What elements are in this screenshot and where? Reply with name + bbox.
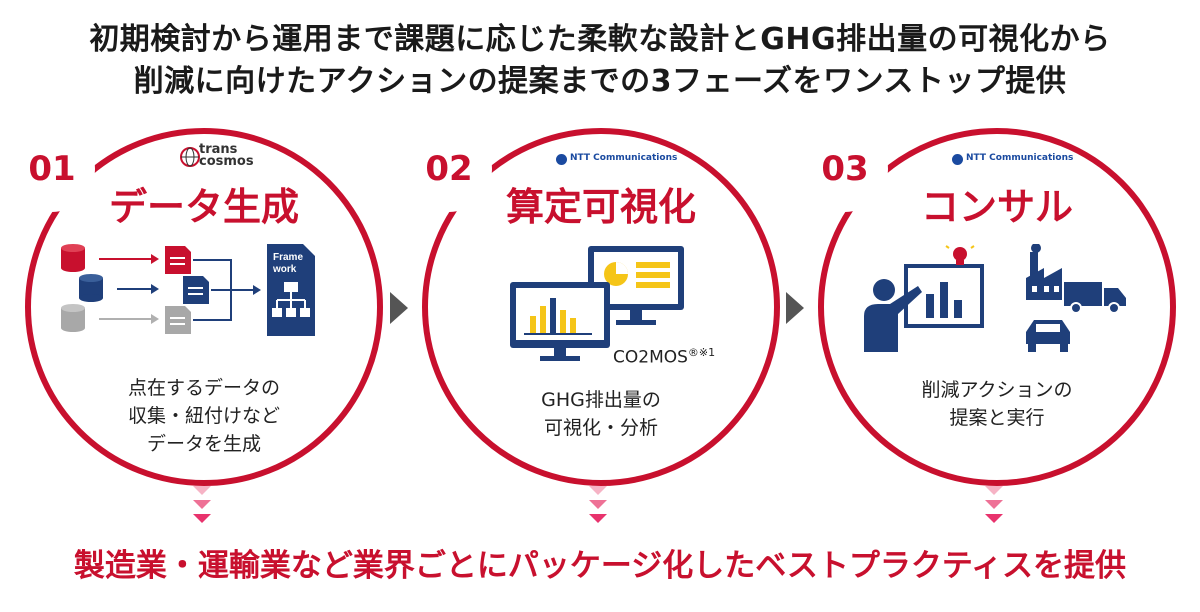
phase-01-circle: 01 trans cosmos データ生成 bbox=[9, 126, 383, 486]
phase-description: 削減アクションの 提案と実行 bbox=[921, 379, 1073, 429]
next-arrow-icon bbox=[786, 292, 804, 324]
data-generation-illustration: Frame work bbox=[61, 244, 315, 336]
lightbulb-icon bbox=[945, 245, 975, 265]
database-icon bbox=[79, 274, 103, 302]
car-icon bbox=[1026, 320, 1070, 352]
phase-02-circle: 02 NTT Communications 算定可視化 bbox=[406, 126, 780, 486]
database-icon bbox=[61, 244, 85, 272]
consulting-illustration bbox=[864, 244, 1126, 352]
svg-text:work: work bbox=[272, 264, 297, 275]
phase-number: 02 bbox=[406, 126, 492, 212]
phase-title: データ生成 bbox=[108, 185, 299, 229]
bottom-summary: 製造業・運輸業など業界ごとにパッケージ化したベストプラクティスを提供 bbox=[73, 548, 1127, 584]
phase-number: 01 bbox=[9, 126, 95, 212]
monitor-chart-icon bbox=[510, 282, 610, 361]
svg-text:Frame: Frame bbox=[273, 252, 303, 263]
down-arrows-icon bbox=[190, 486, 214, 528]
headline-line-1: 初期検討から運用まで課題に応じた柔軟な設計とGHG排出量の可視化から bbox=[89, 22, 1111, 57]
document-icon bbox=[165, 246, 191, 274]
phase-number: 03 bbox=[802, 126, 888, 212]
down-arrows-icon bbox=[982, 486, 1006, 528]
truck-icon bbox=[1064, 282, 1126, 314]
phase-03-circle: 03 NTT Communications コンサル bbox=[802, 126, 1176, 486]
monitor-dashboard-icon bbox=[588, 246, 684, 325]
phase-title: コンサル bbox=[920, 185, 1073, 229]
database-icon bbox=[61, 304, 85, 332]
headline-line-2: 削減に向けたアクションの提案までの3フェーズをワンストップ提供 bbox=[133, 64, 1067, 99]
presenter-icon bbox=[864, 264, 984, 352]
document-icon bbox=[183, 276, 209, 304]
phase-description: GHG排出量の 可視化・分析 bbox=[541, 389, 661, 439]
framework-document-icon: Frame work bbox=[267, 244, 315, 336]
ntt-communications-logo: NTT Communications bbox=[952, 152, 1073, 168]
visualization-illustration bbox=[510, 246, 684, 361]
factory-icon bbox=[1026, 244, 1062, 300]
transcosmos-logo: trans cosmos bbox=[179, 143, 254, 174]
next-arrow-icon bbox=[390, 292, 408, 324]
document-icon bbox=[165, 306, 191, 334]
phase-description: 点在するデータの 収集・紐付けなど データを生成 bbox=[127, 377, 280, 455]
globe-icon bbox=[180, 147, 200, 167]
co2mos-product-label: CO2MOS®※1 bbox=[613, 346, 716, 368]
down-arrows-icon bbox=[586, 486, 610, 528]
phase-title: 算定可視化 bbox=[505, 185, 696, 229]
ntt-communications-logo: NTT Communications bbox=[556, 152, 677, 168]
